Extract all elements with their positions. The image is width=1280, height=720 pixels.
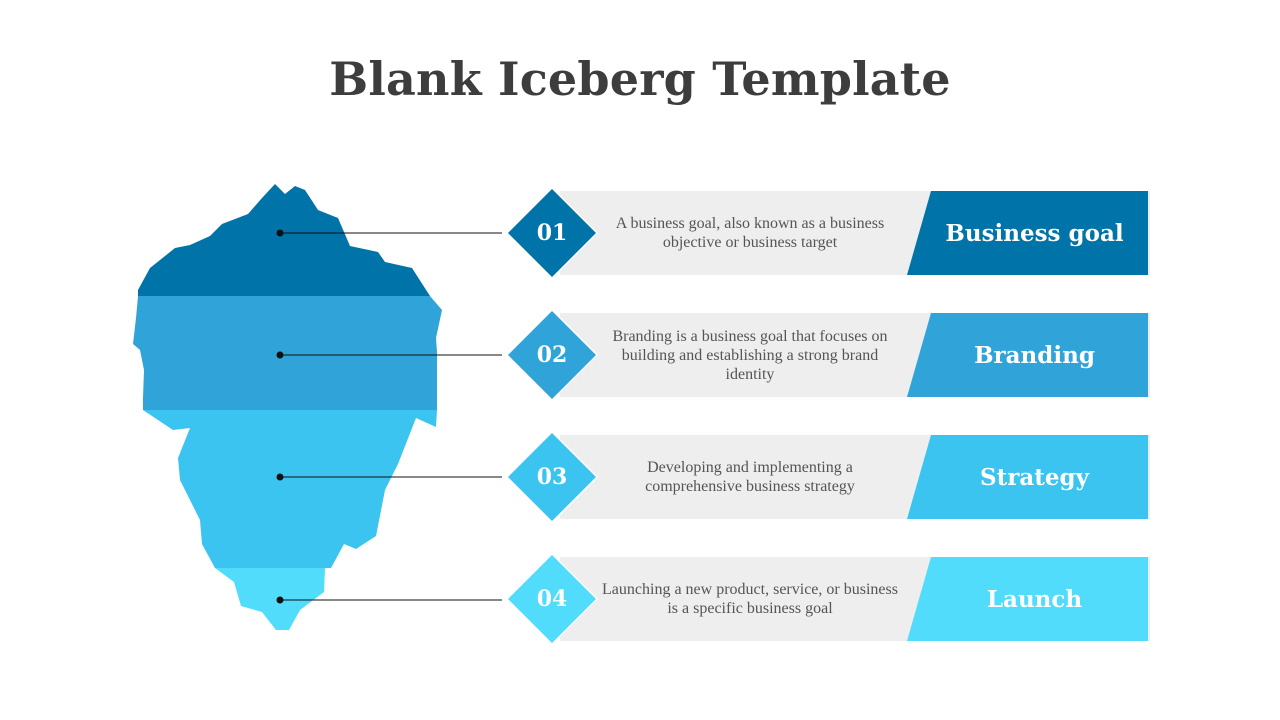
item-label-box: Launch: [907, 557, 1148, 641]
connector-4: [276, 596, 502, 604]
item-label: Branding: [974, 341, 1095, 369]
connector-3: [276, 473, 502, 481]
item-row-4: Launching a new product, service, or bus…: [0, 553, 1280, 657]
item-number: 01: [536, 220, 568, 246]
slide-title: Blank Iceberg Template: [329, 52, 951, 106]
item-row-3: Developing and implementing a comprehens…: [0, 431, 1280, 535]
connector-2: [276, 351, 502, 359]
item-row-2: Branding is a business goal that focuses…: [0, 309, 1280, 413]
item-label-box: Strategy: [907, 435, 1148, 519]
iceberg-layer-1: [138, 184, 430, 296]
item-label: Strategy: [980, 463, 1089, 491]
connector-1: [276, 229, 502, 237]
iceberg-layer-3: [143, 410, 437, 568]
item-description: Launching a new product, service, or bus…: [602, 581, 898, 617]
item-row-1: A business goal, also known as a busines…: [0, 187, 1280, 291]
item-description: A business goal, also known as a busines…: [615, 215, 885, 251]
item-description: Developing and implementing a comprehens…: [645, 459, 855, 495]
item-number: 02: [536, 342, 568, 368]
item-label: Launch: [986, 585, 1083, 613]
iceberg-layer-4: [215, 568, 325, 630]
item-label: Business goal: [945, 219, 1124, 247]
iceberg-layer-2: [133, 296, 442, 410]
item-number: 04: [536, 586, 568, 612]
item-label-box: Business goal: [907, 191, 1148, 275]
item-label-box: Branding: [907, 313, 1148, 397]
item-number: 03: [536, 464, 568, 490]
item-description: Branding is a business goal that focuses…: [612, 327, 888, 383]
